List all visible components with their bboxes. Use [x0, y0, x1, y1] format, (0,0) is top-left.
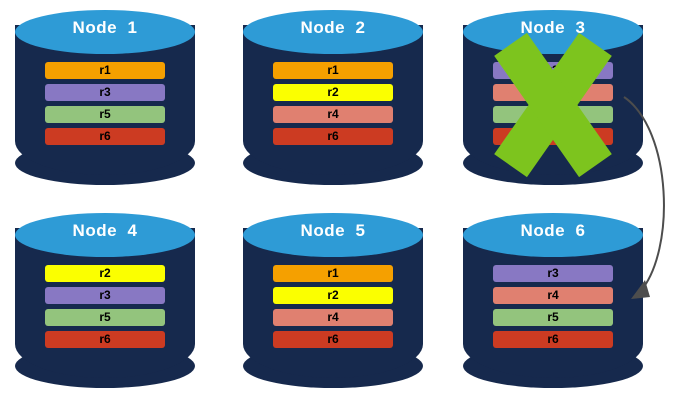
record-bar: r2	[273, 84, 393, 101]
record-bar: r5	[493, 106, 613, 123]
node-title: Node 3	[520, 18, 586, 37]
cylinder-top	[463, 213, 643, 257]
record-bar: r4	[493, 84, 613, 101]
record-bar: r6	[493, 128, 613, 145]
database-node[interactable]: Node 1 r1 r3 r5 r6	[15, 5, 195, 195]
cylinder-top	[243, 10, 423, 54]
record-list: r2 r3 r5 r6	[45, 265, 165, 353]
record-bar: r1	[45, 62, 165, 79]
record-bar: r1	[273, 265, 393, 282]
cylinder-top	[15, 10, 195, 54]
record-bar: r5	[45, 309, 165, 326]
record-bar: r2	[273, 287, 393, 304]
node-title: Node 1	[72, 18, 138, 37]
record-list: r1 r3 r5 r6	[45, 62, 165, 150]
node-title: Node 4	[72, 221, 138, 240]
record-bar: r5	[493, 309, 613, 326]
database-node[interactable]: Node 6 r3 r4 r5 r6	[463, 208, 643, 398]
record-bar: r1	[273, 62, 393, 79]
record-bar: r3	[45, 287, 165, 304]
node-title: Node 6	[520, 221, 586, 240]
record-bar: r6	[45, 331, 165, 348]
record-bar: r6	[273, 331, 393, 348]
cylinder-top	[15, 213, 195, 257]
node-title: Node 5	[300, 221, 366, 240]
record-list: r3 r4 r5 r6	[493, 62, 613, 150]
record-bar: r4	[273, 309, 393, 326]
record-list: r1 r2 r4 r6	[273, 265, 393, 353]
node-title: Node 2	[300, 18, 366, 37]
record-bar: r6	[45, 128, 165, 145]
record-bar: r5	[45, 106, 165, 123]
record-bar: r2	[45, 265, 165, 282]
record-list: r3 r4 r5 r6	[493, 265, 613, 353]
record-bar: r3	[493, 265, 613, 282]
record-bar: r3	[493, 62, 613, 79]
record-bar: r4	[493, 287, 613, 304]
cylinder-top	[243, 213, 423, 257]
record-list: r1 r2 r4 r6	[273, 62, 393, 150]
record-bar: r3	[45, 84, 165, 101]
database-node-failed[interactable]: Node 3 r3 r4 r5 r6	[463, 5, 643, 195]
record-bar: r6	[493, 331, 613, 348]
record-bar: r6	[273, 128, 393, 145]
database-node[interactable]: Node 5 r1 r2 r4 r6	[243, 208, 423, 398]
database-node[interactable]: Node 4 r2 r3 r5 r6	[15, 208, 195, 398]
record-bar: r4	[273, 106, 393, 123]
database-node[interactable]: Node 2 r1 r2 r4 r6	[243, 5, 423, 195]
